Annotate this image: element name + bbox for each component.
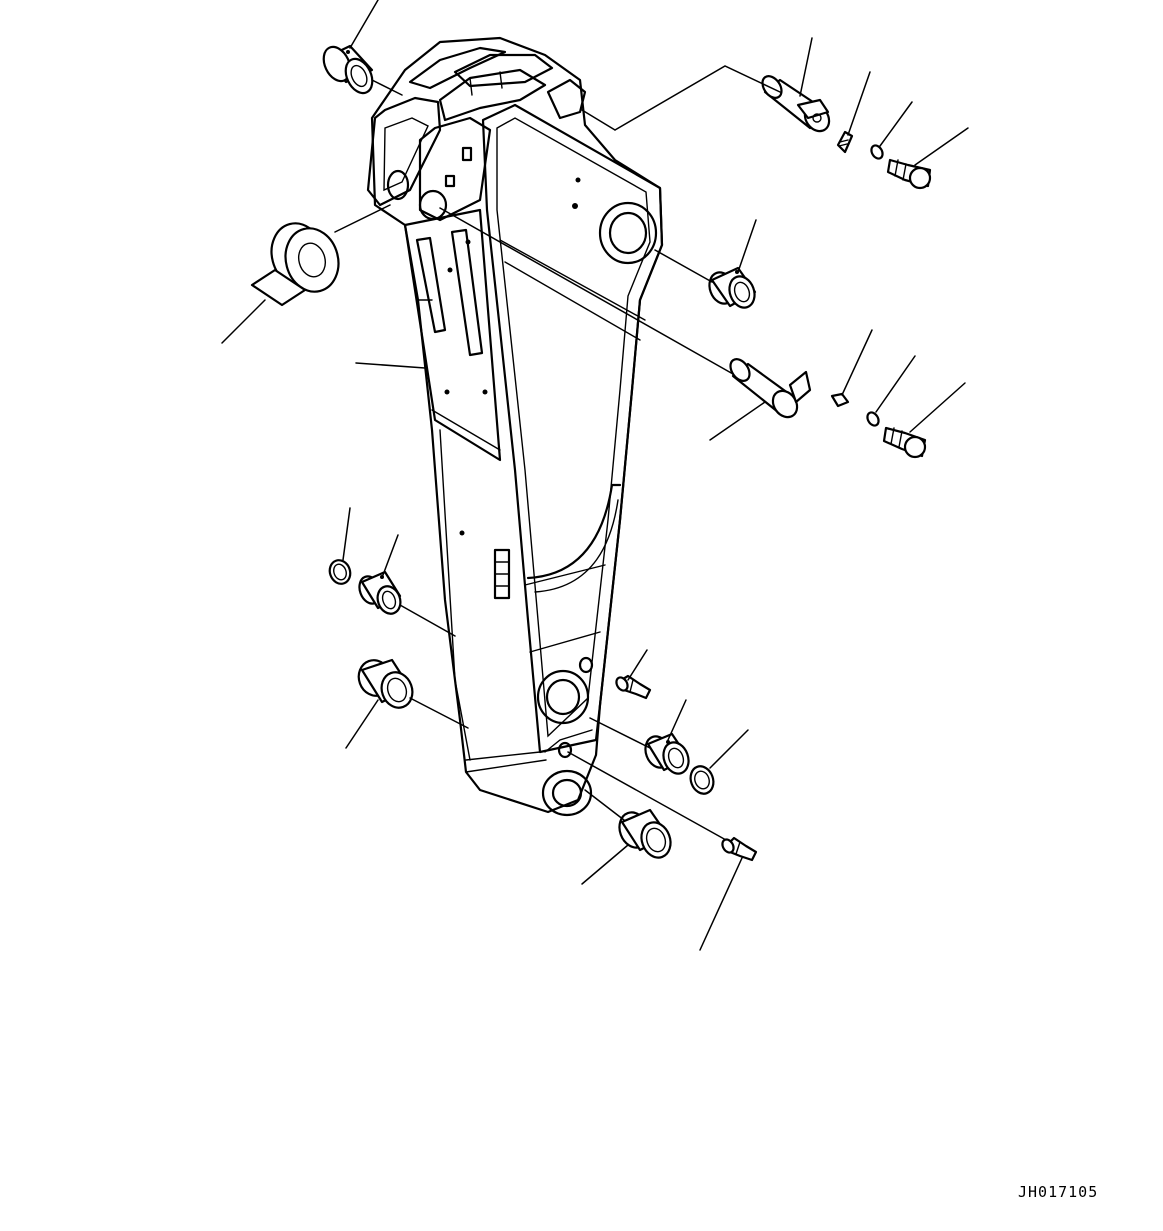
drawing-code: JH017105 [1018,1183,1099,1201]
leader-lines [221,0,969,951]
bushing-left-large [357,658,414,709]
grease-fitting-middle [615,674,652,700]
arm-body [366,36,664,817]
pin-middle-right [729,358,812,419]
bushing-left-small [358,570,402,615]
bushing-top-left [322,44,374,95]
ring-left [328,559,352,585]
shim-stack [250,222,340,307]
pin-top-right [761,75,831,133]
small-block [830,392,850,408]
bushing-bottom [618,808,672,859]
bolt-top [886,158,932,190]
bushing-lower-right [644,732,690,775]
washer-top [870,144,884,160]
ring-lower-right [689,765,715,795]
bushing-upper-right [708,266,757,309]
bolt-middle [882,426,927,459]
washer-middle [866,411,880,427]
grease-fitting-bottom [721,836,758,862]
spring-pin [836,130,854,154]
